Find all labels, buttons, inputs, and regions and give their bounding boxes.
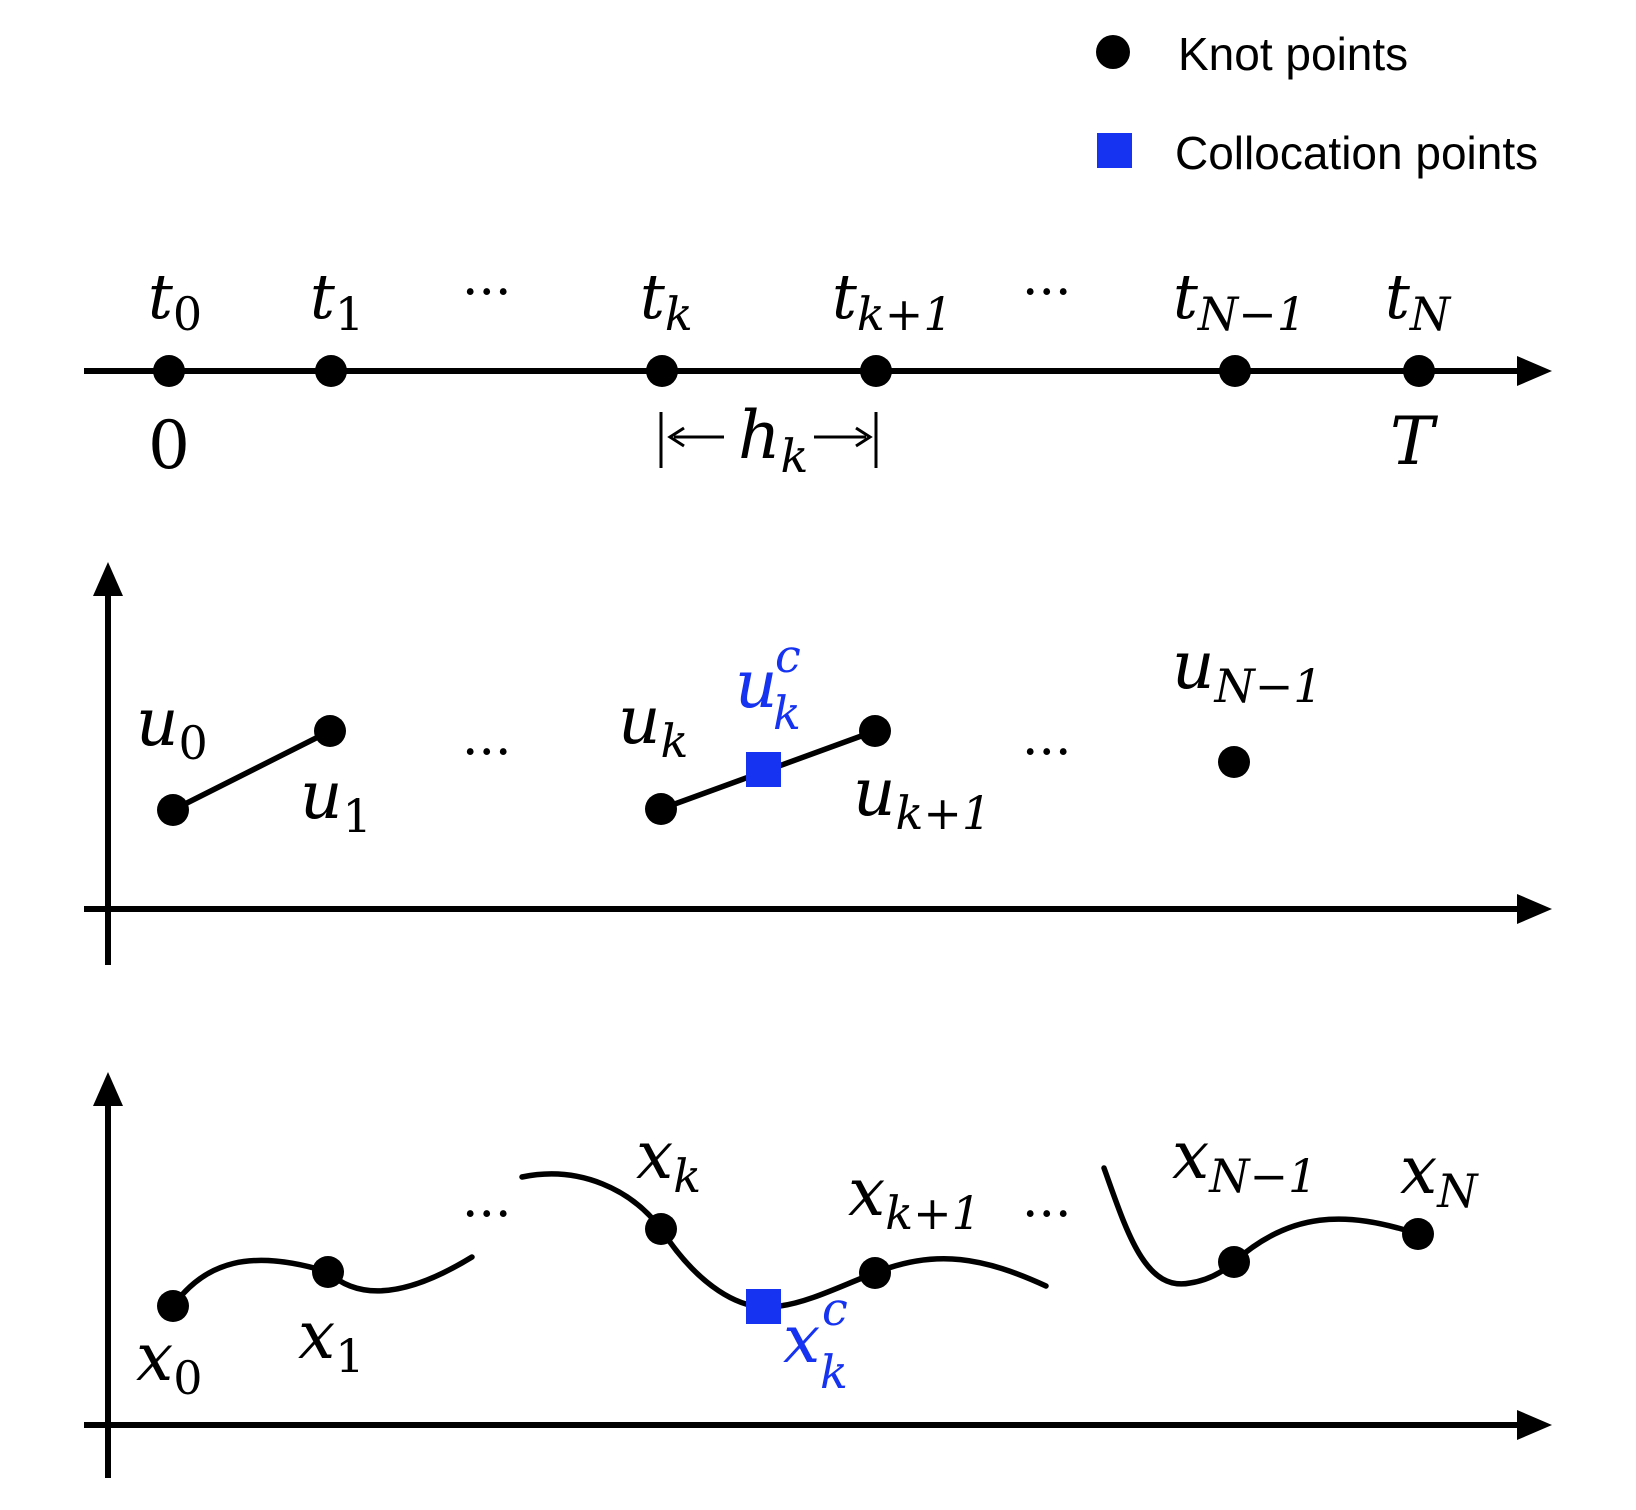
control-ellipsis-right: ··· <box>1022 723 1072 783</box>
knot-x1 <box>312 1256 344 1288</box>
interval-left-arrowhead <box>667 426 685 448</box>
knot-x0 <box>157 1290 189 1322</box>
control-y-arrowhead <box>93 562 123 596</box>
knot-xN <box>1402 1218 1434 1250</box>
state-ellipsis-right: ··· <box>1022 1185 1072 1245</box>
label-uN1: uN−1 <box>1172 627 1323 713</box>
state-panel: x0 x1 xk xk+1 xN−1 xN x c k ··· ··· <box>84 1072 1552 1478</box>
state-y-arrowhead <box>93 1072 123 1106</box>
timeline-panel: t0 t1 tk tk+1 tN−1 tN ··· ··· 0 T hk <box>84 260 1552 484</box>
label-uk-collocation: u c k <box>735 629 801 740</box>
legend-knot-marker <box>1096 35 1130 69</box>
label-tk: tk <box>640 260 693 341</box>
knot-tN1 <box>1219 355 1251 387</box>
knot-uk <box>645 793 677 825</box>
label-t1: t1 <box>310 260 364 341</box>
label-xk-collocation-sup: c <box>822 1282 848 1336</box>
label-uk-collocation-sub: k <box>773 686 801 740</box>
interval-hk: hk <box>659 397 878 483</box>
legend: Knot points Collocation points <box>1096 28 1538 179</box>
label-x0: x0 <box>136 1319 203 1405</box>
state-curve-k1-tail <box>872 1256 1049 1289</box>
knot-xN1 <box>1218 1246 1250 1278</box>
state-curve-N1-N <box>1231 1216 1421 1265</box>
knot-xk <box>645 1213 677 1245</box>
label-tN: tN <box>1385 260 1452 341</box>
knot-t1 <box>315 355 347 387</box>
state-x-arrowhead <box>1517 1410 1552 1440</box>
label-start-zero: 0 <box>148 407 190 484</box>
label-end-T: T <box>1390 403 1439 480</box>
legend-collocation-label: Collocation points <box>1175 127 1538 179</box>
label-uk: uk <box>618 682 688 768</box>
timeline-ellipsis-left: ··· <box>462 263 512 323</box>
collocation-uk <box>746 752 781 787</box>
knot-tN <box>1403 355 1435 387</box>
state-curve-0-1 <box>170 1257 331 1309</box>
knot-tk <box>646 355 678 387</box>
state-curve-N1-head <box>1101 1165 1237 1287</box>
control-ellipsis-left: ··· <box>462 723 512 783</box>
label-uk1: uk+1 <box>853 754 991 840</box>
knot-u1 <box>314 715 346 747</box>
control-segment-0 <box>170 728 333 813</box>
label-tk1: tk+1 <box>832 260 953 341</box>
state-curve-1-tail <box>325 1254 475 1294</box>
label-t0: t0 <box>148 260 202 341</box>
knot-u0 <box>157 794 189 826</box>
time-axis-arrowhead <box>1517 356 1552 386</box>
label-u0: u0 <box>136 684 208 770</box>
knot-xk1 <box>859 1257 891 1289</box>
control-x-arrowhead <box>1517 894 1552 924</box>
knot-tk1 <box>860 355 892 387</box>
label-xk-collocation: x c k <box>783 1282 848 1399</box>
label-xN: xN <box>1400 1132 1479 1218</box>
timeline-ellipsis-right: ··· <box>1022 263 1072 323</box>
label-tN1: tN−1 <box>1173 260 1306 341</box>
legend-collocation-marker <box>1097 133 1132 168</box>
control-panel: u0 u1 uk uk+1 uN−1 u c k ··· ··· <box>84 562 1552 965</box>
label-x1: x1 <box>298 1297 365 1383</box>
knot-uk1 <box>859 715 891 747</box>
state-ellipsis-left: ··· <box>462 1185 512 1245</box>
label-xk-collocation-base: x <box>783 1301 820 1378</box>
label-uk-collocation-sup: c <box>775 629 801 683</box>
label-uk-collocation-base: u <box>735 646 778 723</box>
label-xN1: xN−1 <box>1172 1117 1317 1203</box>
label-xk-collocation-sub: k <box>820 1345 848 1399</box>
label-u1: u1 <box>300 757 372 843</box>
knot-uN1 <box>1218 746 1250 778</box>
interval-right-arrowhead <box>855 426 873 448</box>
legend-knot-label: Knot points <box>1178 28 1408 80</box>
label-xk1: xk+1 <box>848 1154 981 1240</box>
knot-t0 <box>153 355 185 387</box>
collocation-xk <box>746 1289 781 1324</box>
state-curve-k-head <box>519 1171 664 1232</box>
interval-label: hk <box>738 397 808 483</box>
label-xk: xk <box>636 1117 701 1203</box>
